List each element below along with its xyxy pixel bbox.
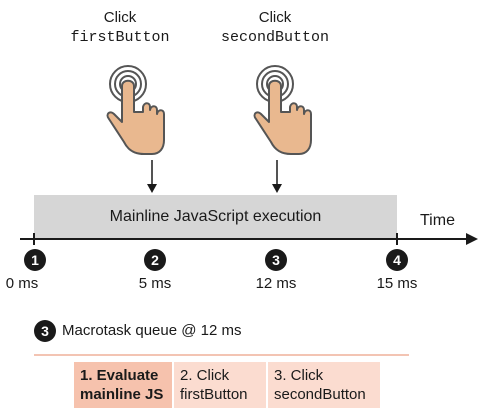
click-label-second: Click secondButton (205, 8, 345, 48)
queue-title: Macrotask queue @ 12 ms (62, 322, 242, 339)
hand-pointer-icon (106, 65, 165, 155)
marker-3: 3 (265, 249, 287, 271)
time-label-0ms: 0 ms (5, 275, 39, 292)
queue-divider (34, 354, 409, 356)
queue-item-line: mainline JS (80, 386, 164, 403)
marker-4: 4 (386, 249, 408, 271)
queue-item-click-first: 2. Click firstButton (173, 362, 268, 408)
queue-item-line: secondButton (274, 386, 366, 403)
click-text: Click (258, 9, 292, 26)
queue-item-line: 3. Click (274, 367, 324, 384)
macrotask-queue: 1. Evaluate mainline JS 2. Click firstBu… (74, 362, 380, 408)
queue-marker: 3 (34, 320, 56, 342)
timeline-axis (20, 233, 478, 245)
marker-2: 2 (144, 249, 166, 271)
execution-bar-label: Mainline JavaScript execution (109, 207, 322, 225)
time-label-12ms: 12 ms (255, 275, 297, 292)
queue-item-line: 1. Evaluate (80, 367, 159, 384)
queue-item-evaluate: 1. Evaluate mainline JS (74, 362, 174, 408)
queue-item-line: firstButton (180, 386, 248, 403)
click-target: firstButton (70, 29, 170, 46)
down-arrow-icon (147, 160, 157, 193)
click-label-first: Click firstButton (60, 8, 180, 48)
time-label-15ms: 15 ms (376, 275, 418, 292)
marker-1: 1 (24, 249, 46, 271)
queue-item-line: 2. Click (180, 367, 230, 384)
mainline-execution-bar: Mainline JavaScript execution (34, 195, 397, 238)
queue-item-click-second: 3. Click secondButton (267, 362, 380, 408)
click-target: secondButton (220, 29, 330, 46)
click-text: Click (103, 9, 137, 26)
time-axis-label: Time (420, 212, 455, 229)
time-label-5ms: 5 ms (138, 275, 172, 292)
hand-pointer-icon (253, 65, 312, 155)
down-arrow-icon (272, 160, 282, 193)
